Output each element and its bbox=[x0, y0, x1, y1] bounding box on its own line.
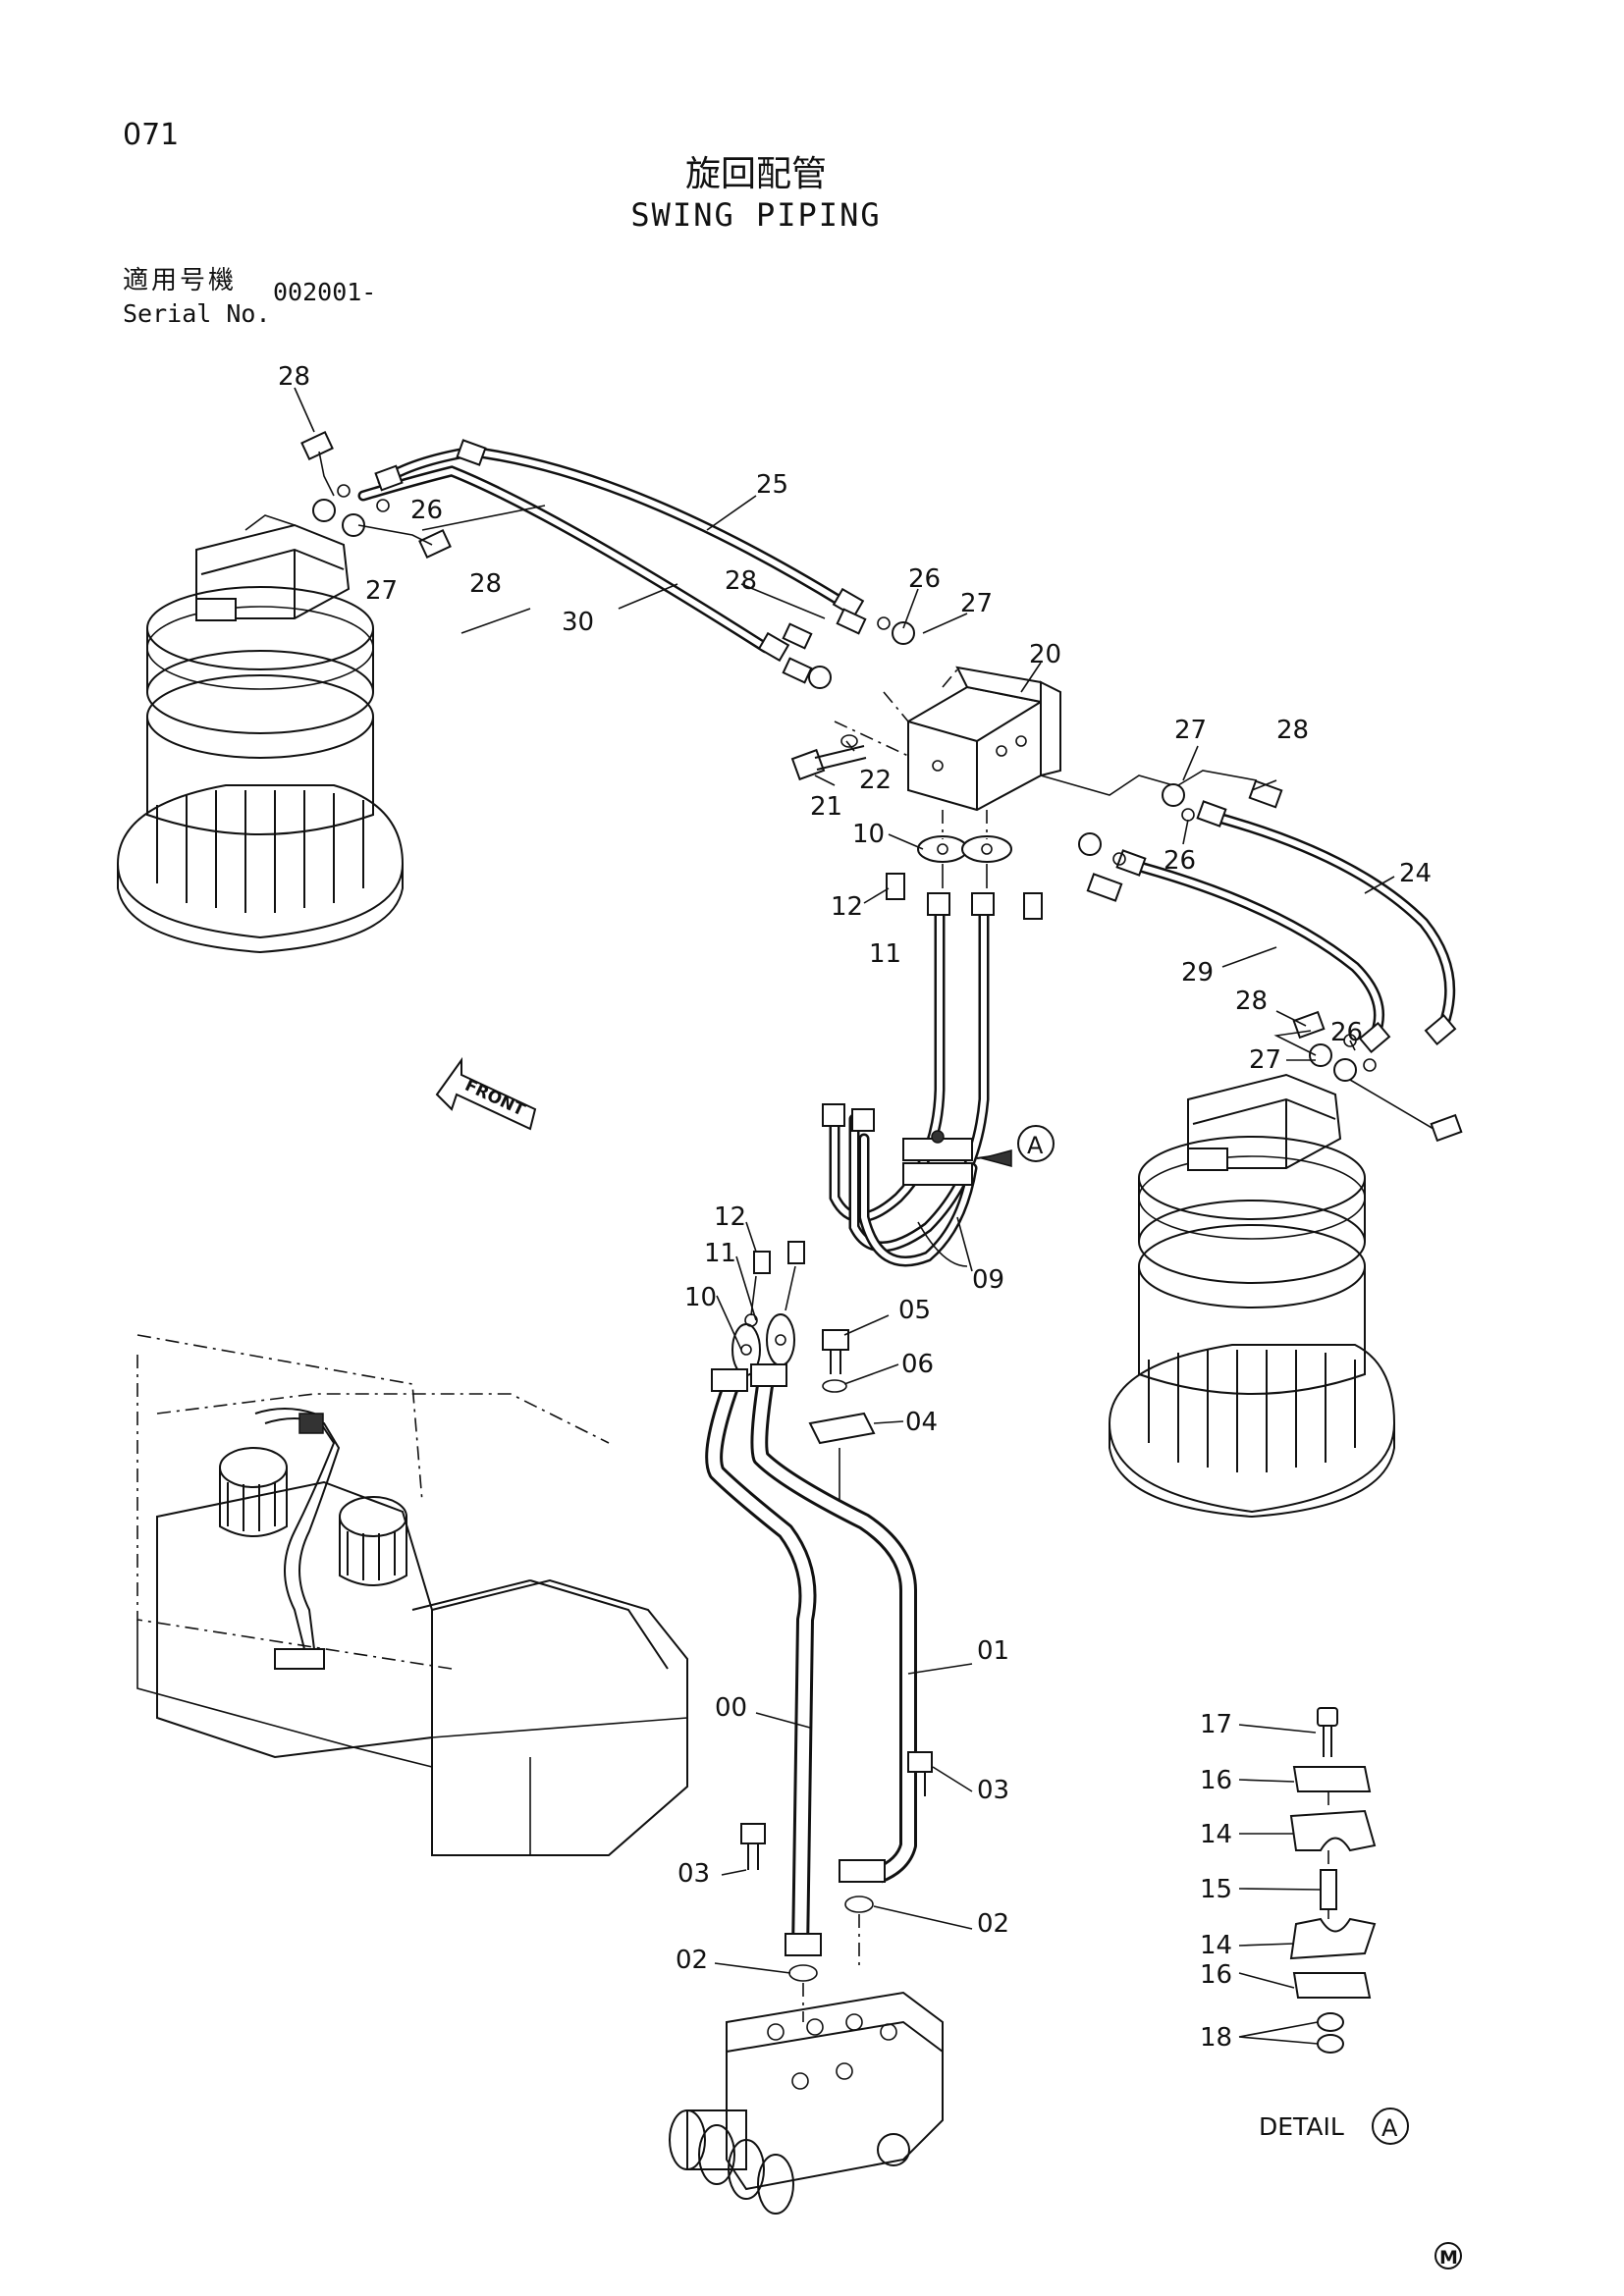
valve-block-20 bbox=[907, 666, 1061, 812]
serial-label-en: Serial No. bbox=[123, 299, 271, 328]
hose-24 bbox=[1202, 809, 1456, 1032]
part-16b: 16 bbox=[1200, 1960, 1232, 1990]
part-00: 00 bbox=[715, 1693, 747, 1723]
part-02a: 02 bbox=[676, 1946, 708, 1975]
swing-motor-right bbox=[1108, 1073, 1396, 1519]
part-26d: 26 bbox=[1330, 1018, 1363, 1047]
part-09: 09 bbox=[972, 1265, 1004, 1295]
detail-a-label: DETAIL A bbox=[1259, 2108, 1409, 2145]
bolt-21 bbox=[790, 734, 867, 781]
part-05: 05 bbox=[898, 1296, 931, 1325]
part-26b: 26 bbox=[908, 564, 941, 594]
part-04: 04 bbox=[905, 1408, 938, 1437]
serial-value: 002001- bbox=[273, 278, 377, 306]
part-22: 22 bbox=[859, 766, 892, 795]
part-16a: 16 bbox=[1200, 1766, 1232, 1795]
flanges-10-bottom bbox=[731, 1241, 805, 1376]
fittings-left-motor bbox=[300, 431, 452, 559]
svg-text:A: A bbox=[1027, 1132, 1044, 1159]
part-28b: 28 bbox=[469, 569, 502, 599]
swing-motor-left bbox=[116, 514, 405, 954]
part-11b: 11 bbox=[704, 1239, 736, 1268]
machine-body bbox=[136, 1334, 688, 1856]
part-03a: 03 bbox=[677, 1859, 710, 1889]
flanges-10-top bbox=[886, 810, 1043, 920]
part-28a: 28 bbox=[278, 362, 310, 392]
mark-m: M bbox=[1435, 2242, 1462, 2269]
hose-09 bbox=[829, 907, 990, 1267]
part-06: 06 bbox=[901, 1350, 934, 1379]
part-24: 24 bbox=[1399, 859, 1432, 888]
part-21: 21 bbox=[810, 792, 842, 822]
part-14b: 14 bbox=[1200, 1931, 1232, 1960]
bolts-03 bbox=[740, 1751, 933, 1870]
part-15: 15 bbox=[1200, 1875, 1232, 1904]
part-20: 20 bbox=[1029, 640, 1061, 669]
serial-label-jp: 適用号機 bbox=[123, 266, 238, 295]
part-18: 18 bbox=[1200, 2023, 1232, 2053]
callout-a: A bbox=[1017, 1125, 1055, 1162]
hose-25 bbox=[377, 446, 850, 610]
part-26a: 26 bbox=[410, 496, 443, 525]
part-01: 01 bbox=[977, 1636, 1009, 1666]
part-12a: 12 bbox=[831, 892, 863, 922]
page-title-en: SWING PIPING bbox=[630, 196, 882, 234]
hose-30 bbox=[357, 465, 772, 654]
part-27a: 27 bbox=[365, 576, 398, 606]
part-17: 17 bbox=[1200, 1710, 1232, 1739]
part-28c: 28 bbox=[725, 566, 757, 596]
detail-a bbox=[1289, 1707, 1377, 2054]
pipe-01 bbox=[750, 1377, 917, 1884]
leader-lines bbox=[294, 387, 1395, 2045]
part-28e: 28 bbox=[1235, 987, 1268, 1016]
svg-text:M: M bbox=[1439, 2247, 1458, 2269]
part-27b: 27 bbox=[960, 589, 993, 618]
svg-text:DETAIL: DETAIL bbox=[1259, 2112, 1344, 2141]
pipe-00 bbox=[705, 1380, 817, 1954]
page-number: 071 bbox=[123, 118, 180, 152]
part-14a: 14 bbox=[1200, 1820, 1232, 1849]
part-03b: 03 bbox=[977, 1776, 1009, 1805]
front-arrow: FRONT bbox=[435, 1056, 537, 1131]
svg-text:A: A bbox=[1381, 2114, 1398, 2142]
part-12b: 12 bbox=[714, 1202, 746, 1232]
part-25: 25 bbox=[756, 470, 788, 500]
clamp-04 bbox=[808, 1329, 876, 1445]
part-27c: 27 bbox=[1174, 716, 1207, 745]
part-11a: 11 bbox=[869, 939, 901, 969]
part-numbers: 28 26 27 28 25 30 28 26 27 20 22 21 10 1… bbox=[278, 362, 1432, 2053]
page-title-jp: 旋回配管 bbox=[684, 154, 827, 194]
part-10a: 10 bbox=[852, 820, 885, 849]
part-10b: 10 bbox=[684, 1283, 717, 1312]
hose-29 bbox=[1123, 858, 1384, 1041]
part-27d: 27 bbox=[1249, 1045, 1281, 1075]
fittings-right bbox=[1078, 770, 1463, 1143]
control-valve bbox=[669, 1991, 944, 2215]
part-02b: 02 bbox=[977, 1909, 1009, 1939]
part-28d: 28 bbox=[1276, 716, 1309, 745]
fittings-center bbox=[782, 608, 915, 689]
clamp-a bbox=[902, 1130, 973, 1186]
part-29: 29 bbox=[1181, 958, 1214, 988]
part-30: 30 bbox=[562, 608, 594, 637]
part-26c: 26 bbox=[1164, 846, 1196, 876]
